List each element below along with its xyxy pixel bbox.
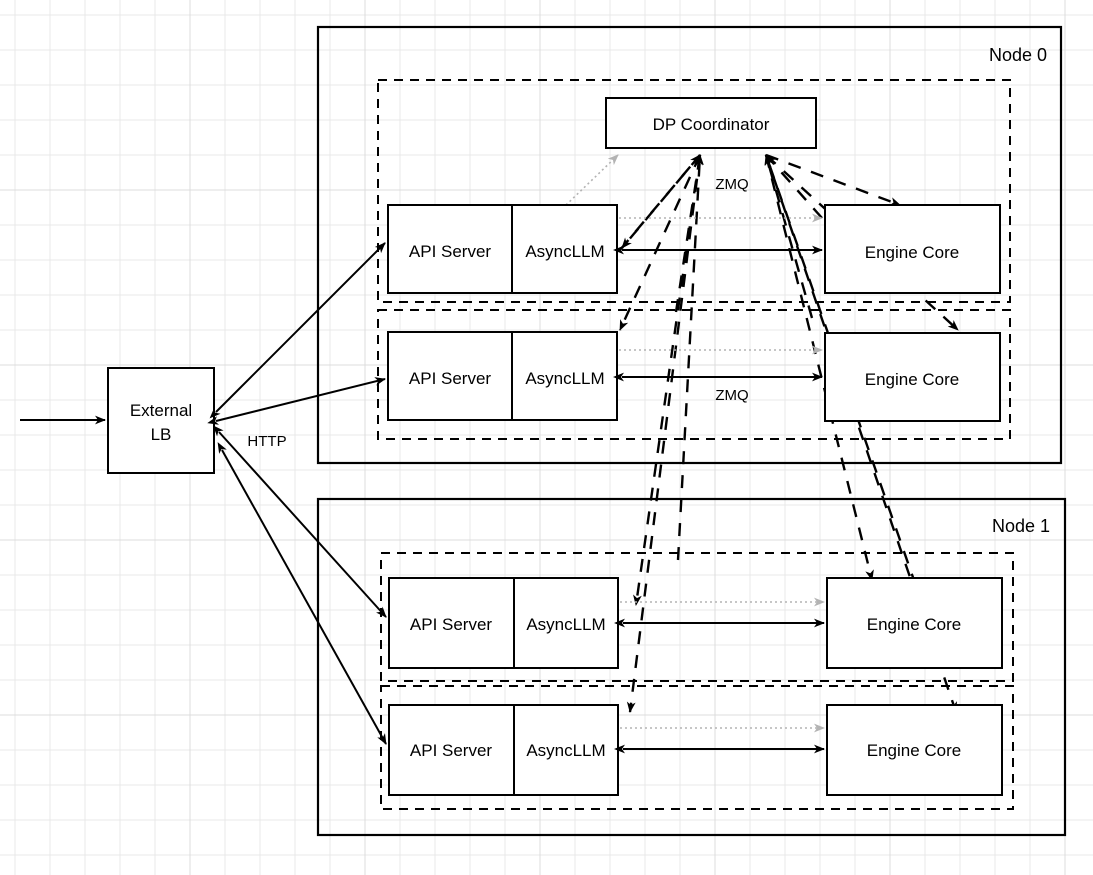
edge-coord-to-n0g0-enginecore [765, 153, 901, 207]
n0-group-1: API Server AsyncLLM Engine Core ZMQ [387, 331, 1001, 422]
zmq-label-n0g1: ZMQ [715, 387, 748, 404]
n0-group-0: API Server AsyncLLM Engine Core [387, 204, 1001, 294]
node-0-label: Node 0 [989, 45, 1047, 65]
http-edges: HTTP [207, 242, 387, 745]
edge-lb-n1g1-apiserver [217, 442, 387, 745]
n1g1-api-server-box[interactable]: API Server AsyncLLM [388, 704, 619, 796]
edge-n0g1-enginecore-to-coord [764, 154, 814, 319]
edge-n0g0-asyncllm-to-coord [619, 154, 701, 251]
node-0-group-0-boundary [377, 79, 1011, 303]
external-lb-label-line2: LB [151, 425, 172, 444]
n1-group-0: API Server AsyncLLM Engine Core [388, 577, 1003, 669]
edge-coord-to-n0g1-asyncllm [618, 154, 702, 331]
n1g1-engine-core-label: Engine Core [867, 741, 962, 760]
n1g0-engine-core-box[interactable]: Engine Core [826, 577, 1003, 669]
external-lb[interactable]: External LB [107, 367, 215, 474]
edge-coord-to-n1g1-asyncllm [626, 154, 702, 713]
external-lb-label-line1: External [130, 401, 192, 420]
n1g0-asyncllm-label: AsyncLLM [526, 615, 605, 634]
n0g0-api-server-label: API Server [409, 242, 492, 261]
node-1-label: Node 1 [992, 516, 1050, 536]
n0g0-engine-core-box[interactable]: Engine Core [824, 204, 1001, 294]
dp-coordinator-label: DP Coordinator [653, 115, 770, 134]
edge-lb-n0g1-apiserver [207, 377, 386, 425]
n1-group-1: API Server AsyncLLM Engine Core [388, 704, 1003, 796]
edge-coord-to-n1g0-enginecore [764, 154, 874, 581]
n0g0-api-server-box[interactable]: API Server AsyncLLM [387, 204, 618, 294]
n1g0-api-server-label: API Server [410, 615, 493, 634]
http-label: HTTP [247, 433, 286, 450]
n1g1-api-server-label: API Server [410, 741, 493, 760]
node-1-group-1-boundary [380, 685, 1014, 810]
n1g1-engine-core-box[interactable]: Engine Core [826, 704, 1003, 796]
n1g1-asyncllm-label: AsyncLLM [526, 741, 605, 760]
n0g1-api-server-box[interactable]: API Server AsyncLLM [387, 331, 618, 421]
dp-coordinator[interactable]: DP Coordinator [605, 97, 817, 149]
edge-dotted-n0g0-asyncllm-to-coord [565, 154, 619, 206]
n1g0-api-server-box[interactable]: API Server AsyncLLM [388, 577, 619, 669]
edge-lb-n1g0-apiserver [212, 425, 387, 618]
zmq-label-coordinator: ZMQ [715, 176, 748, 193]
edge-n1g0-asyncllm-to-coord [676, 154, 704, 561]
n0g0-engine-core-label: Engine Core [865, 243, 960, 262]
edge-coord-to-n0g0-asyncllm [621, 154, 701, 249]
n0g0-asyncllm-label: AsyncLLM [525, 242, 604, 261]
edge-lb-n0g0-apiserver [209, 242, 386, 419]
n0g1-asyncllm-label: AsyncLLM [525, 369, 604, 388]
n0g1-engine-core-box[interactable]: Engine Core [824, 332, 1001, 422]
n0g1-api-server-label: API Server [409, 369, 492, 388]
n0g1-engine-core-label: Engine Core [865, 370, 960, 389]
n1g0-engine-core-label: Engine Core [867, 615, 962, 634]
